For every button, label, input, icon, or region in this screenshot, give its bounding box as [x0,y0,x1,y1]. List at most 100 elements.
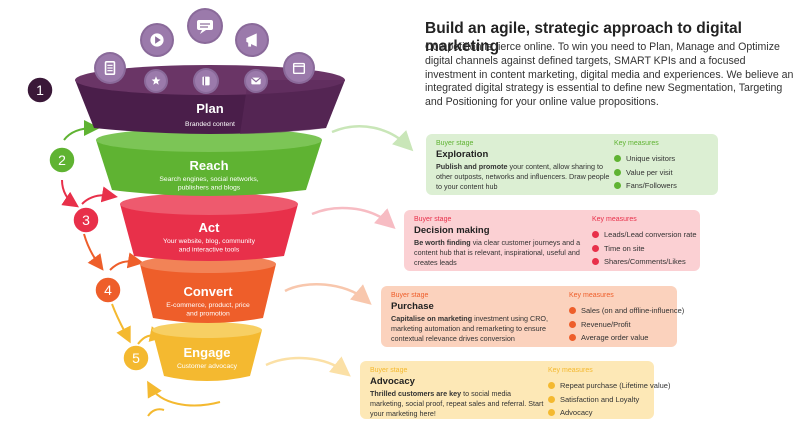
connector-arrow-reach [331,125,414,152]
key-measure-item: Repeat purchase (Lifetime value) [548,381,670,395]
bullet-dot-icon [569,307,576,314]
funnel-layer-engage [152,322,262,381]
stage-description: Be worth finding via clear customer jour… [414,238,589,269]
key-measure-text: Shares/Comments/Likes [604,257,686,266]
step-number-4: 4 [104,282,112,298]
cycle-arrow-bottom-stub [147,408,165,417]
stage-description-text: to social media marketing, social proof,… [370,389,544,419]
key-measure-item: Time on site [592,244,697,258]
step-circle-3 [72,206,100,234]
key-measures-label: Key measures [569,292,614,299]
connector-arrow-engage [265,356,351,377]
page-title: Build an agile, strategic approach to di… [425,20,742,55]
buyer-stage-label: Buyer stage [414,216,452,223]
step-circle-2 [48,146,76,174]
funnel-layer-plan [75,65,345,134]
stage-description-text: investment using CRO, marketing automati… [391,314,548,344]
cycle-arrow-3-to-4 [83,233,104,271]
stage-description-emphasis: Be worth finding [414,238,471,247]
stage-description-emphasis: Publish and promote [436,162,508,171]
funnel-layer-reach [96,128,322,196]
key-measure-text: Revenue/Profit [581,319,631,329]
bullet-dot-icon [592,258,599,265]
stage-description: Thrilled customers are key to social med… [370,389,545,420]
key-measure-text: Unique visitors [626,154,676,163]
stage-description-text: your content, allow sharing to other out… [436,162,610,192]
buyer-stage-name: Advocacy [370,376,415,387]
connector-arrow-convert [284,282,372,305]
step-number-3: 3 [82,212,90,228]
buyer-stage-name: Exploration [436,149,489,160]
funnel-subtitle-plan: Branded content [185,121,235,128]
stage-description-emphasis: Capitalise on marketing [391,314,473,323]
cycle-arrow-3-to-reach [81,186,118,205]
stage-description-text: via clear customer journeys and a conten… [414,238,581,268]
bullet-dot-icon [614,168,621,176]
key-measure-item: Advocacy [548,408,670,422]
document-icon [94,52,126,84]
stage-description-emphasis: Thrilled customers are key [370,389,462,398]
key-measure-text: Time on site [604,243,645,253]
cycle-arrow-4-to-5 [111,303,131,344]
bullet-dot-icon [548,409,555,416]
buyer-stage-label: Buyer stage [391,292,429,299]
buyer-stage-label: Buyer stage [436,140,474,147]
email-icon [244,69,268,93]
book-icon [193,68,219,94]
calendar-icon [283,52,315,84]
buyer-stage-name: Decision making [414,225,490,236]
cycle-arrow-2-to-plan [63,120,100,141]
key-measure-item: Unique visitors [614,154,677,168]
funnel-title-reach: Reach [189,158,228,173]
key-measure-item: Leads/Lead conversion rate [592,230,697,244]
funnel-title-engage: Engage [184,345,231,360]
intro-paragraph: Competition is fierce online. To win you… [425,41,794,109]
buyer-stage-name: Purchase [391,301,434,312]
key-measure-text: Repeat purchase (Lifetime value) [560,381,671,390]
key-measure-text: Sales (on and offline-influence) [581,306,685,315]
play-icon [140,23,174,57]
key-measure-item: Average order value [569,333,684,347]
step-circle-4 [94,276,122,304]
bullet-dot-icon [548,382,555,389]
step-number-1: 1 [36,82,44,98]
key-measures-list: Sales (on and offline-influence) Revenue/… [569,306,684,347]
key-measures-label: Key measures [614,140,659,147]
megaphone-icon [235,23,269,57]
bullet-dot-icon [569,320,576,328]
key-measure-item: Shares/Comments/Likes [592,257,697,271]
buyer-stage-label: Buyer stage [370,367,408,374]
key-measures-label: Key measures [592,216,637,223]
connector-arrow-act [311,206,396,230]
funnel-subtitle-reach: Search engines, social networks,publishe… [159,176,258,192]
funnel-layer-act [120,193,298,261]
funnel-title-act: Act [199,220,221,235]
key-measure-item: Revenue/Profit [569,320,684,334]
key-measures-label: Key measures [548,367,593,374]
key-measure-text: Leads/Lead conversion rate [604,230,697,239]
bullet-dot-icon [569,334,576,341]
funnel-title-convert: Convert [183,284,233,299]
step-number-5: 5 [132,350,140,366]
stage-description: Capitalise on marketing investment using… [391,314,566,345]
key-measure-item: Satisfaction and Loyalty [548,395,670,409]
step-circle-5 [122,344,150,372]
cycle-arrow-4-to-act [109,252,144,271]
bullet-dot-icon [614,155,621,162]
key-measure-item: Value per visit [614,168,677,182]
bullet-dot-icon [592,231,599,238]
bullet-dot-icon [614,182,621,189]
key-measure-text: Satisfaction and Loyalty [560,394,640,404]
key-measure-item: Fans/Followers [614,181,677,195]
key-measures-list: Repeat purchase (Lifetime value) Satisfac… [548,381,670,422]
